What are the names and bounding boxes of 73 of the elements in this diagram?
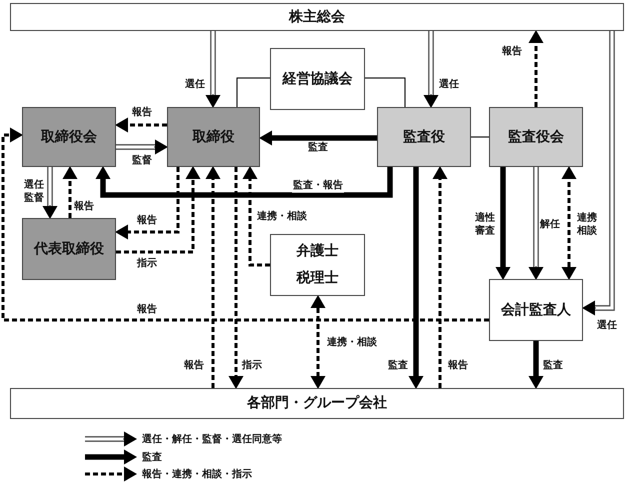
dashed-arrow bbox=[310, 295, 326, 389]
box-label: 取締役会 bbox=[41, 128, 97, 147]
edge-label: 報告 bbox=[131, 106, 153, 120]
edge-label: 連携相談 bbox=[575, 212, 599, 238]
legend-text: 報告・連携・相談・指示 bbox=[142, 468, 252, 481]
dashed-arrow bbox=[206, 166, 220, 388]
org-box bbox=[22, 218, 116, 280]
dashed-arrow bbox=[528, 30, 544, 107]
legend-text: 監査 bbox=[142, 450, 162, 464]
org-box bbox=[270, 48, 365, 110]
edge-label: 報告 bbox=[73, 200, 95, 214]
edge-label: 監査 bbox=[387, 360, 409, 372]
edge-label: 報告 bbox=[501, 46, 523, 58]
thick-arrow bbox=[259, 130, 377, 146]
double-arrow bbox=[424, 30, 438, 108]
dashed-arrow bbox=[115, 167, 180, 240]
org-box bbox=[489, 107, 583, 167]
dashed-arrow bbox=[2, 128, 489, 322]
box-label: 株主総会 bbox=[289, 8, 345, 27]
connector-line bbox=[236, 78, 270, 108]
thick-arrow bbox=[96, 166, 393, 198]
box-label: 監査役 bbox=[403, 128, 445, 147]
org-box bbox=[377, 107, 471, 167]
box-label: 監査役会 bbox=[508, 128, 564, 147]
org-box bbox=[167, 107, 260, 167]
org-box bbox=[489, 279, 583, 341]
thick-arrow bbox=[408, 167, 424, 389]
edge-label: 選任 bbox=[596, 320, 618, 332]
double-arrow bbox=[42, 166, 58, 219]
double-arrow bbox=[528, 166, 544, 280]
box-label: 代表取締役 bbox=[34, 240, 104, 259]
thick-arrow bbox=[528, 341, 544, 389]
box-label: 税理士 bbox=[296, 269, 338, 288]
dashed-arrow bbox=[116, 166, 200, 254]
edge-label: 報告 bbox=[447, 360, 469, 372]
dashed-arrow bbox=[432, 166, 448, 388]
box-label: 会計監査人 bbox=[501, 300, 571, 320]
double-arrow bbox=[115, 140, 168, 154]
edge-label: 選任 bbox=[438, 78, 460, 92]
box-label: 取締役 bbox=[192, 128, 234, 147]
box-label: 各部門・グループ会社 bbox=[247, 394, 387, 414]
dashed-arrow bbox=[242, 166, 270, 266]
edge-label: 報告 bbox=[136, 304, 158, 316]
edge-label: 解任 bbox=[539, 218, 561, 232]
edge-label: 報告 bbox=[136, 214, 158, 228]
dashed-arrow bbox=[228, 167, 244, 389]
edge-label: 連携・相談 bbox=[256, 210, 308, 224]
legend-text: 選任・解任・監督・選任同意等 bbox=[142, 432, 282, 446]
edge-label: 選任 bbox=[184, 78, 206, 92]
dashed-arrow bbox=[562, 166, 576, 280]
org-box bbox=[10, 3, 624, 31]
edge-label: 適性審査 bbox=[473, 212, 497, 238]
org-box bbox=[270, 234, 365, 296]
double-arrow bbox=[582, 30, 615, 316]
connector-line bbox=[364, 78, 406, 108]
box-label: 経営協議会 bbox=[282, 70, 352, 89]
edge-label: 監査・報告 bbox=[292, 180, 344, 192]
edge-label: 監査 bbox=[307, 142, 329, 154]
edge-label: 報告 bbox=[183, 360, 205, 372]
dashed-arrow bbox=[62, 166, 78, 218]
edge-label: 選任監督 bbox=[22, 180, 46, 204]
box-label: 弁護士 bbox=[296, 242, 338, 262]
dashed-arrow bbox=[115, 118, 167, 132]
double-arrow bbox=[206, 30, 220, 108]
org-box bbox=[22, 107, 116, 167]
edge-label: 監督 bbox=[131, 154, 153, 168]
edge-label: 連携・相談 bbox=[326, 336, 378, 350]
edge-label: 指示 bbox=[241, 360, 263, 372]
edge-label: 監査 bbox=[542, 360, 564, 372]
edge-label: 指示 bbox=[136, 258, 158, 270]
thick-arrow bbox=[496, 167, 510, 280]
org-box bbox=[10, 388, 624, 419]
connector-line bbox=[470, 136, 490, 138]
